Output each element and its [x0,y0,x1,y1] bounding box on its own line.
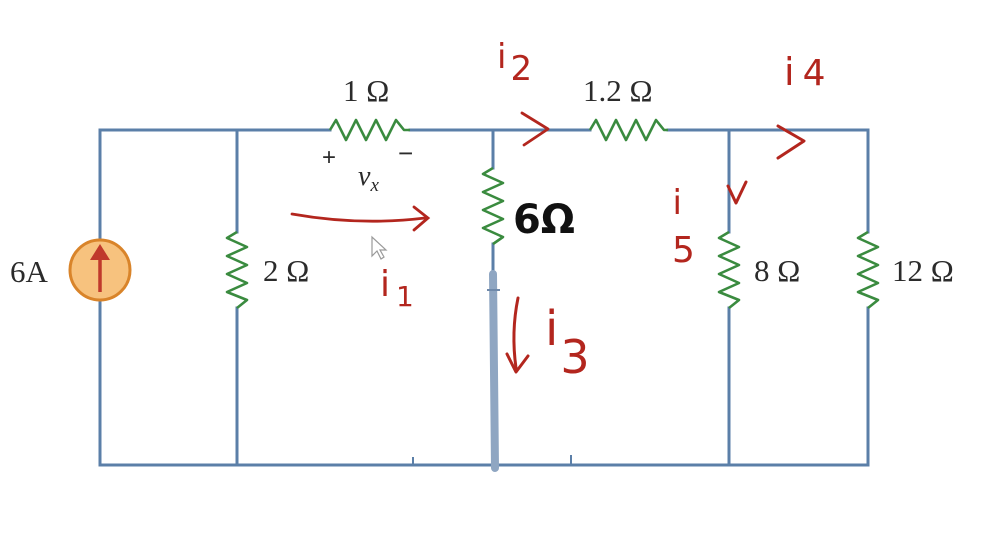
i1-arrow-curve [290,212,427,223]
resistor-2ohm [225,230,249,310]
vx-plus: + [322,144,336,171]
source-label: 6A [10,254,49,289]
i4-subscript: 4 [803,53,826,94]
label-12ohm: 12 Ω [892,253,954,288]
resistor-12ohm [856,230,880,310]
hand-label-6ohm: 6Ω [513,197,575,243]
i3-label: i3 [545,301,590,384]
i5-arrowhead-icon [726,180,748,205]
vx-label: vx [358,161,379,196]
vx-minus: − [398,138,413,168]
i3-arrow-line [512,296,520,370]
label-2ohm: 2 Ω [263,253,309,288]
label-1ohm: 1 Ω [343,73,389,108]
i2-base: i [497,37,506,77]
drawn-wire-6ohm [489,270,499,472]
mouse-cursor-icon [371,235,388,260]
current-source [68,238,132,302]
i2-subscript: 2 [510,49,532,89]
current-source-arrowhead-icon [90,244,110,260]
i3-arrowhead-icon [505,352,530,374]
resistor-1ohm [328,118,410,142]
resistors [225,118,880,310]
i3-subscript: 3 [560,330,589,384]
i3-base: i [545,301,558,357]
i2-arrowhead-icon [520,111,550,147]
i1-subscript: 1 [396,280,414,313]
i4-base: i [784,50,795,94]
resistor-8ohm [717,230,741,310]
vx-base: v [358,161,371,192]
i1-arrowhead-icon [412,205,431,232]
resistor-1-2ohm [588,118,668,142]
vx-subscript: x [369,175,379,196]
i1-base: i [380,264,390,305]
resistor-6ohm [481,166,505,246]
label-8ohm: 8 Ω [754,253,800,288]
i5-base: i [673,183,682,223]
i4-arrowhead-icon [776,124,806,160]
label-1-2ohm: 1.2 Ω [583,73,653,108]
i5-subscript: 5 [672,230,695,271]
wires [98,128,870,467]
